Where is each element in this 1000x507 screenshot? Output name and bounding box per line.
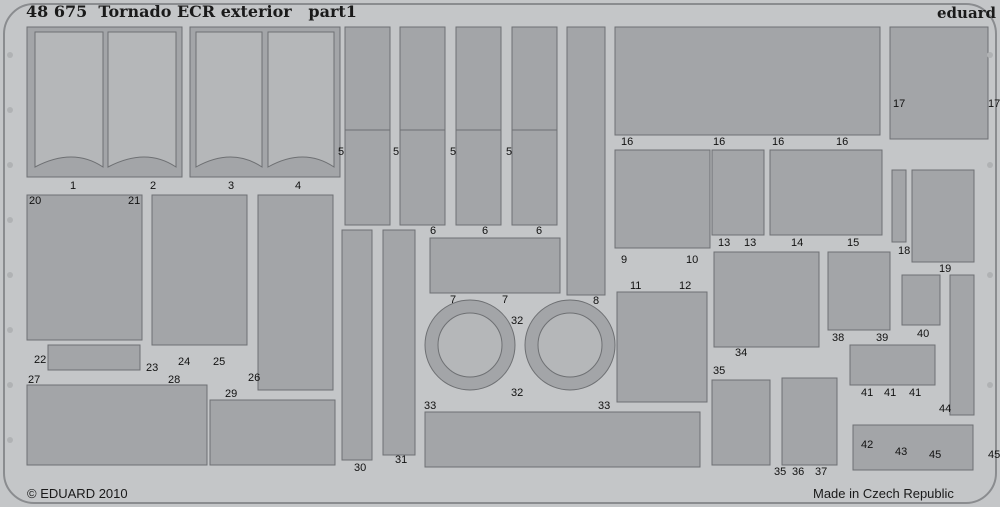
part-number-label: 40: [917, 328, 930, 340]
part-number-label: 4: [295, 180, 302, 192]
fret-title: 48 675 Tornado ECR exterior part1: [26, 2, 357, 21]
part-number-label: 7: [450, 294, 457, 306]
part-number-label: 12: [679, 280, 692, 292]
part-number-label: 14: [791, 237, 804, 249]
part-number-label: 35: [774, 466, 787, 478]
catalog-number: 48 675: [26, 2, 88, 21]
part-number-label: 13: [744, 237, 757, 249]
part-number-label: 41: [861, 387, 874, 399]
part-number-label: 38: [832, 332, 845, 344]
part-number-label: 45: [929, 449, 942, 461]
part-number-label: 30: [354, 462, 367, 474]
part-number-label: 16: [621, 136, 634, 148]
part-number-label: 5: [393, 146, 400, 158]
part-number-label: 32: [511, 315, 524, 327]
part-number-label: 16: [713, 136, 726, 148]
part-number-label: 5: [506, 146, 513, 158]
part-number-label: 20: [29, 195, 42, 207]
part-number-label: 33: [598, 400, 611, 412]
part-number-label: 9: [621, 254, 628, 266]
part-number-label: 31: [395, 454, 408, 466]
part-number-label: 7: [502, 294, 509, 306]
part-number-label: 42: [861, 439, 874, 451]
part-number-label: 16: [772, 136, 785, 148]
part-number-label: 13: [718, 237, 731, 249]
part-number-label: 6: [536, 225, 543, 237]
part-number-label: 8: [593, 295, 600, 307]
part-number-label: 36: [792, 466, 805, 478]
part-number-label: 11: [630, 280, 642, 292]
part-number-label: 18: [898, 245, 911, 257]
part-number-label: 17: [988, 98, 1000, 110]
part-number-label: 16: [836, 136, 849, 148]
part-number-label: 5: [450, 146, 457, 158]
copyright: © EDUARD 2010: [27, 486, 128, 501]
part-number-label: 28: [168, 374, 181, 386]
part-number-label: 3: [228, 180, 235, 192]
part-number-label: 34: [735, 347, 748, 359]
part-number-label: 26: [248, 372, 261, 384]
part-number-label: 44: [939, 403, 952, 415]
part-number-label: 27: [28, 374, 41, 386]
brand-logo: eduard: [937, 4, 997, 22]
part-number-label: 5: [338, 146, 345, 158]
origin: Made in Czech Republic: [813, 486, 954, 501]
part-number-label: 22: [34, 354, 47, 366]
part-number-label: 6: [482, 225, 489, 237]
part-number-label: 6: [430, 225, 437, 237]
part-number-label: 41: [884, 387, 897, 399]
part-number-label: 43: [895, 446, 908, 458]
part-number-label: 19: [939, 263, 952, 275]
part-number-label: 41: [909, 387, 922, 399]
part-number-label: 1: [70, 180, 77, 192]
part-label: part1: [308, 2, 357, 21]
part-number-label: 32: [511, 387, 524, 399]
set-title: Tornado ECR exterior: [98, 2, 292, 21]
part-number-label: 29: [225, 388, 238, 400]
part-number-label: 10: [686, 254, 699, 266]
part-number-label: 23: [146, 362, 159, 374]
part-number-label: 15: [847, 237, 860, 249]
part-number-label: 45: [988, 449, 1000, 461]
part-number-label: 33: [424, 400, 437, 412]
part-number-label: 2: [150, 180, 157, 192]
part-number-label: 35: [713, 365, 726, 377]
part-number-label: 39: [876, 332, 889, 344]
part-number-label: 21: [128, 195, 141, 207]
part-number-label: 24: [178, 356, 191, 368]
part-number-label: 37: [815, 466, 828, 478]
part-number-label: 25: [213, 356, 226, 368]
part-number-label: 17: [893, 98, 906, 110]
